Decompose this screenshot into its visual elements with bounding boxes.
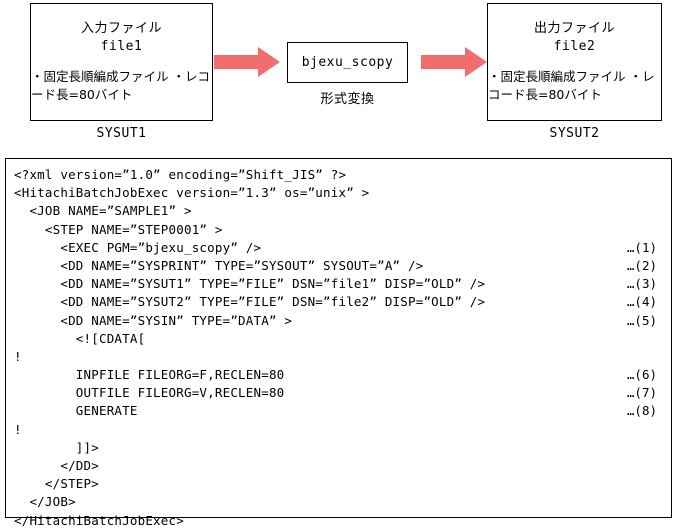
code-line-text: </HitachiBatchJobExec> bbox=[14, 512, 184, 528]
code-line: ! bbox=[14, 348, 665, 366]
code-line: ]]> bbox=[14, 439, 665, 457]
code-line: <DD NAME=”SYSIN” TYPE=”DATA” > …(5) bbox=[14, 312, 665, 330]
code-line-text: <DD NAME=”SYSUT1” TYPE=”FILE” DSN=”file1… bbox=[14, 276, 486, 292]
code-line-reference-marker: …(6) bbox=[626, 367, 657, 383]
code-line: <?xml version=”1.0” encoding=”Shift_JIS”… bbox=[14, 166, 665, 184]
output-file-name: file2 bbox=[553, 39, 596, 54]
code-line-text: <JOB NAME=”SAMPLE1” > bbox=[14, 203, 192, 219]
code-line: <![CDATA[ bbox=[14, 330, 665, 348]
code-line-text: <DD NAME=”SYSIN” TYPE=”DATA” > bbox=[14, 312, 293, 328]
code-line: </JOB> bbox=[14, 493, 665, 511]
code-line-text: </JOB> bbox=[14, 494, 76, 510]
code-line-reference-marker: …(2) bbox=[626, 257, 657, 273]
code-line-reference-marker: …(7) bbox=[626, 385, 657, 401]
code-line: <JOB NAME=”SAMPLE1” > bbox=[14, 202, 665, 220]
flow-diagram: 入力ファイル file1 ・固定長順編成ファイル ・レコード長=80バイト SY… bbox=[0, 0, 688, 148]
code-line: <EXEC PGM=”bjexu_scopy” /> …(1) bbox=[14, 239, 665, 257]
arrow-process-to-output-icon bbox=[421, 47, 487, 81]
code-line-text: GENERATE bbox=[14, 403, 138, 419]
process-box: bjexu_scopy bbox=[287, 42, 408, 83]
output-file-title: 出力ファイル bbox=[533, 21, 615, 36]
input-dd-label: SYSUT1 bbox=[96, 126, 147, 141]
code-line-text: </DD> bbox=[14, 458, 99, 473]
code-line-text: <HitachiBatchJobExec version=”1.3” os=”u… bbox=[14, 185, 370, 201]
input-file-box: 入力ファイル file1 ・固定長順編成ファイル ・レコード長=80バイト bbox=[30, 3, 213, 121]
code-line-text: <DD NAME=”SYSUT2” TYPE=”FILE” DSN=”file2… bbox=[14, 294, 486, 310]
code-line-text: <?xml version=”1.0” encoding=”Shift_JIS”… bbox=[14, 167, 347, 182]
code-line-reference-marker: …(5) bbox=[626, 312, 657, 328]
code-line: INPFILE FILEORG=F,RECLEN=80 …(6) bbox=[14, 366, 665, 384]
code-line: ! bbox=[14, 421, 665, 439]
output-file-box: 出力ファイル file2 ・固定長順編成ファイル ・レコード長=80バイト bbox=[487, 3, 662, 121]
code-line: <DD NAME=”SYSUT1” TYPE=”FILE” DSN=”file1… bbox=[14, 275, 665, 293]
code-line-text: <DD NAME=”SYSPRINT” TYPE=”SYSOUT” SYSOUT… bbox=[14, 257, 424, 273]
process-caption: 形式変換 bbox=[320, 92, 375, 107]
input-file-title: 入力ファイル bbox=[80, 21, 162, 36]
code-line: </DD> bbox=[14, 457, 665, 475]
code-line-text: ! bbox=[14, 348, 22, 364]
code-line-text: INPFILE FILEORG=F,RECLEN=80 bbox=[14, 367, 285, 383]
code-line: <HitachiBatchJobExec version=”1.3” os=”u… bbox=[14, 184, 665, 202]
output-dd-label: SYSUT2 bbox=[549, 126, 600, 141]
input-file-name: file1 bbox=[100, 39, 143, 54]
code-line: </STEP> bbox=[14, 475, 665, 493]
code-line: </HitachiBatchJobExec> bbox=[14, 512, 665, 530]
code-line-text: <STEP NAME=”STEP0001” > bbox=[14, 221, 223, 237]
code-line-reference-marker: …(3) bbox=[626, 276, 657, 292]
code-line-text: <EXEC PGM=”bjexu_scopy” /> bbox=[14, 239, 262, 255]
arrow-input-to-process-icon bbox=[214, 47, 280, 81]
code-line-text: ]]> bbox=[14, 439, 99, 455]
code-line-text: <![CDATA[ bbox=[14, 330, 146, 346]
code-line-text: ! bbox=[14, 421, 22, 437]
code-line: <DD NAME=”SYSUT2” TYPE=”FILE” DSN=”file2… bbox=[14, 293, 665, 311]
input-file-bullets: ・固定長順編成ファイル ・レコード長=80バイト bbox=[31, 69, 210, 102]
code-line: GENERATE …(8) bbox=[14, 402, 665, 420]
output-file-bullets: ・固定長順編成ファイル ・レコード長=80バイト bbox=[488, 69, 655, 102]
process-program-name: bjexu_scopy bbox=[301, 55, 394, 70]
code-line-text: OUTFILE FILEORG=V,RECLEN=80 bbox=[14, 385, 285, 401]
xml-code-panel: <?xml version=”1.0” encoding=”Shift_JIS”… bbox=[5, 158, 672, 528]
code-line-reference-marker: …(4) bbox=[626, 294, 657, 310]
code-line-text: </STEP> bbox=[14, 476, 99, 492]
code-line: OUTFILE FILEORG=V,RECLEN=80 …(7) bbox=[14, 384, 665, 402]
code-line-reference-marker: …(8) bbox=[626, 403, 657, 419]
code-line: <STEP NAME=”STEP0001” > bbox=[14, 221, 665, 239]
xml-code-listing: <?xml version=”1.0” encoding=”Shift_JIS”… bbox=[14, 166, 665, 530]
code-line-reference-marker: …(1) bbox=[626, 239, 657, 255]
code-line: <DD NAME=”SYSPRINT” TYPE=”SYSOUT” SYSOUT… bbox=[14, 257, 665, 275]
